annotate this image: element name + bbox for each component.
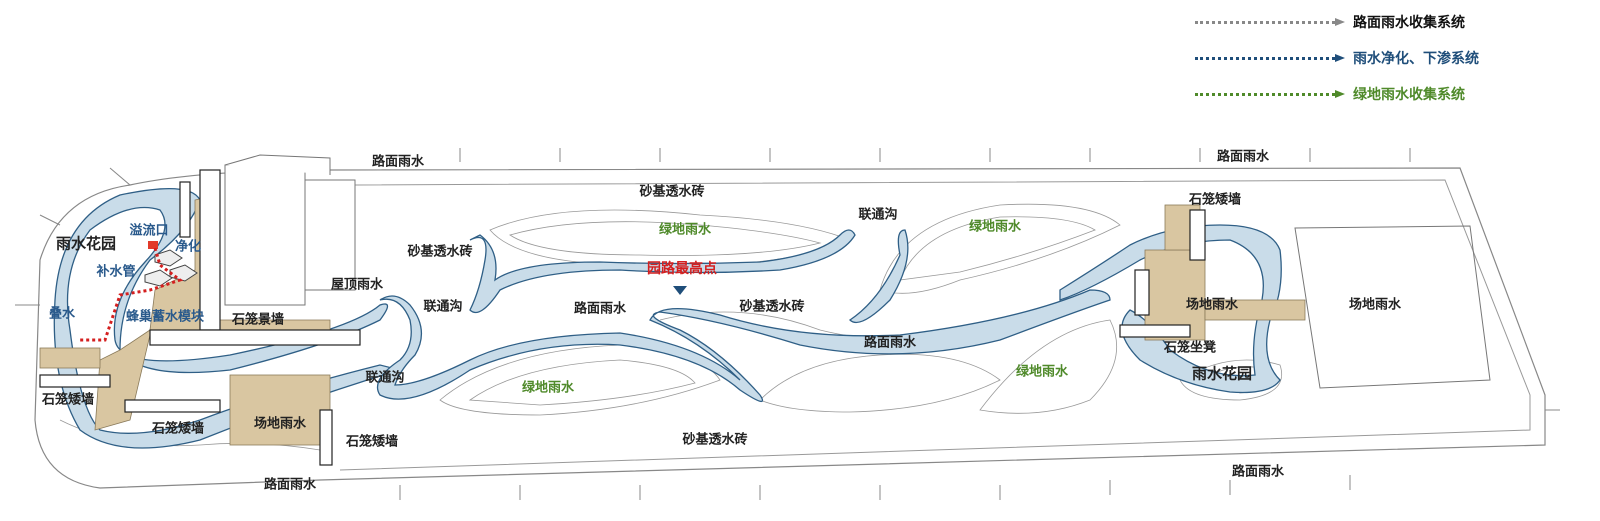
- label-green-rain: 绿地雨水: [1015, 364, 1069, 380]
- legend-item-road-rain: 路面雨水收集系统: [1195, 12, 1465, 32]
- label-gabion-low-wall: 石笼矮墙: [41, 392, 95, 408]
- label-road-rain: 路面雨水: [1216, 149, 1270, 165]
- label-site-rain: 场地雨水: [253, 416, 307, 432]
- gabion-walls: [39, 169, 1206, 466]
- label-road-rain: 路面雨水: [573, 301, 627, 317]
- label-channel: 联通沟: [423, 299, 463, 315]
- label-honeycomb: 蜂巢蓄水模块: [125, 309, 205, 325]
- label-road-rain: 路面雨水: [371, 154, 425, 170]
- label-road-rain: 路面雨水: [1231, 464, 1285, 480]
- label-supply-pipe: 补水管: [96, 264, 136, 280]
- legend-arrow-icon: [1195, 89, 1345, 98]
- label-road-rain: 路面雨水: [863, 335, 917, 351]
- label-green-rain: 绿地雨水: [521, 380, 575, 396]
- label-gabion-low-wall: 石笼矮墙: [1188, 192, 1242, 208]
- label-gabion-low-wall: 石笼矮墙: [151, 421, 205, 437]
- legend-item-purify: 雨水净化、下渗系统: [1195, 48, 1479, 68]
- highest-point-marker: [673, 286, 687, 295]
- label-sand-brick: 砂基透水砖: [407, 244, 473, 260]
- road-rain-arrows: [15, 148, 1560, 500]
- label-sand-brick: 砂基透水砖: [739, 299, 805, 315]
- building: [224, 154, 356, 306]
- label-gabion-bench: 石笼坐凳: [1163, 340, 1217, 356]
- legend-label: 绿地雨水收集系统: [1353, 87, 1465, 103]
- legend-label: 雨水净化、下渗系统: [1353, 51, 1479, 67]
- label-green-rain: 绿地雨水: [658, 222, 712, 238]
- label-gabion-low-wall: 石笼矮墙: [345, 434, 399, 450]
- legend-item-green-rain: 绿地雨水收集系统: [1195, 84, 1465, 104]
- label-rain-garden: 雨水花园: [1191, 364, 1253, 383]
- overflow-outlet: [148, 241, 158, 249]
- label-purify: 净化: [174, 239, 202, 255]
- supply-pipe: [80, 247, 184, 342]
- right-channel: [848, 224, 1282, 394]
- inner-outline: [339, 179, 1531, 471]
- label-roof-rain: 屋顶雨水: [330, 277, 384, 293]
- label-gabion-feature-wall: 石笼景墙: [231, 312, 285, 328]
- legend-label: 路面雨水收集系统: [1353, 15, 1465, 31]
- label-sand-brick: 砂基透水砖: [682, 432, 748, 448]
- label-cascade: 叠水: [48, 306, 76, 322]
- label-green-rain: 绿地雨水: [968, 219, 1022, 235]
- legend-arrow-icon: [1195, 53, 1345, 62]
- legend-arrow-icon: [1195, 17, 1345, 26]
- label-overflow: 溢流口: [129, 223, 169, 239]
- label-road-rain: 路面雨水: [263, 477, 317, 493]
- label-channel: 联通沟: [858, 207, 898, 223]
- label-channel: 联通沟: [365, 370, 405, 386]
- playground-area: [1294, 225, 1491, 389]
- label-highest-point: 园路最高点: [647, 261, 717, 277]
- label-rain-garden: 雨水花园: [55, 234, 117, 253]
- label-sand-brick: 砂基透水砖: [639, 184, 705, 200]
- main-channel: [376, 289, 1111, 402]
- label-site-rain: 场地雨水: [1348, 297, 1402, 313]
- upper-channel: [469, 229, 856, 314]
- label-site-rain: 场地雨水: [1185, 297, 1239, 313]
